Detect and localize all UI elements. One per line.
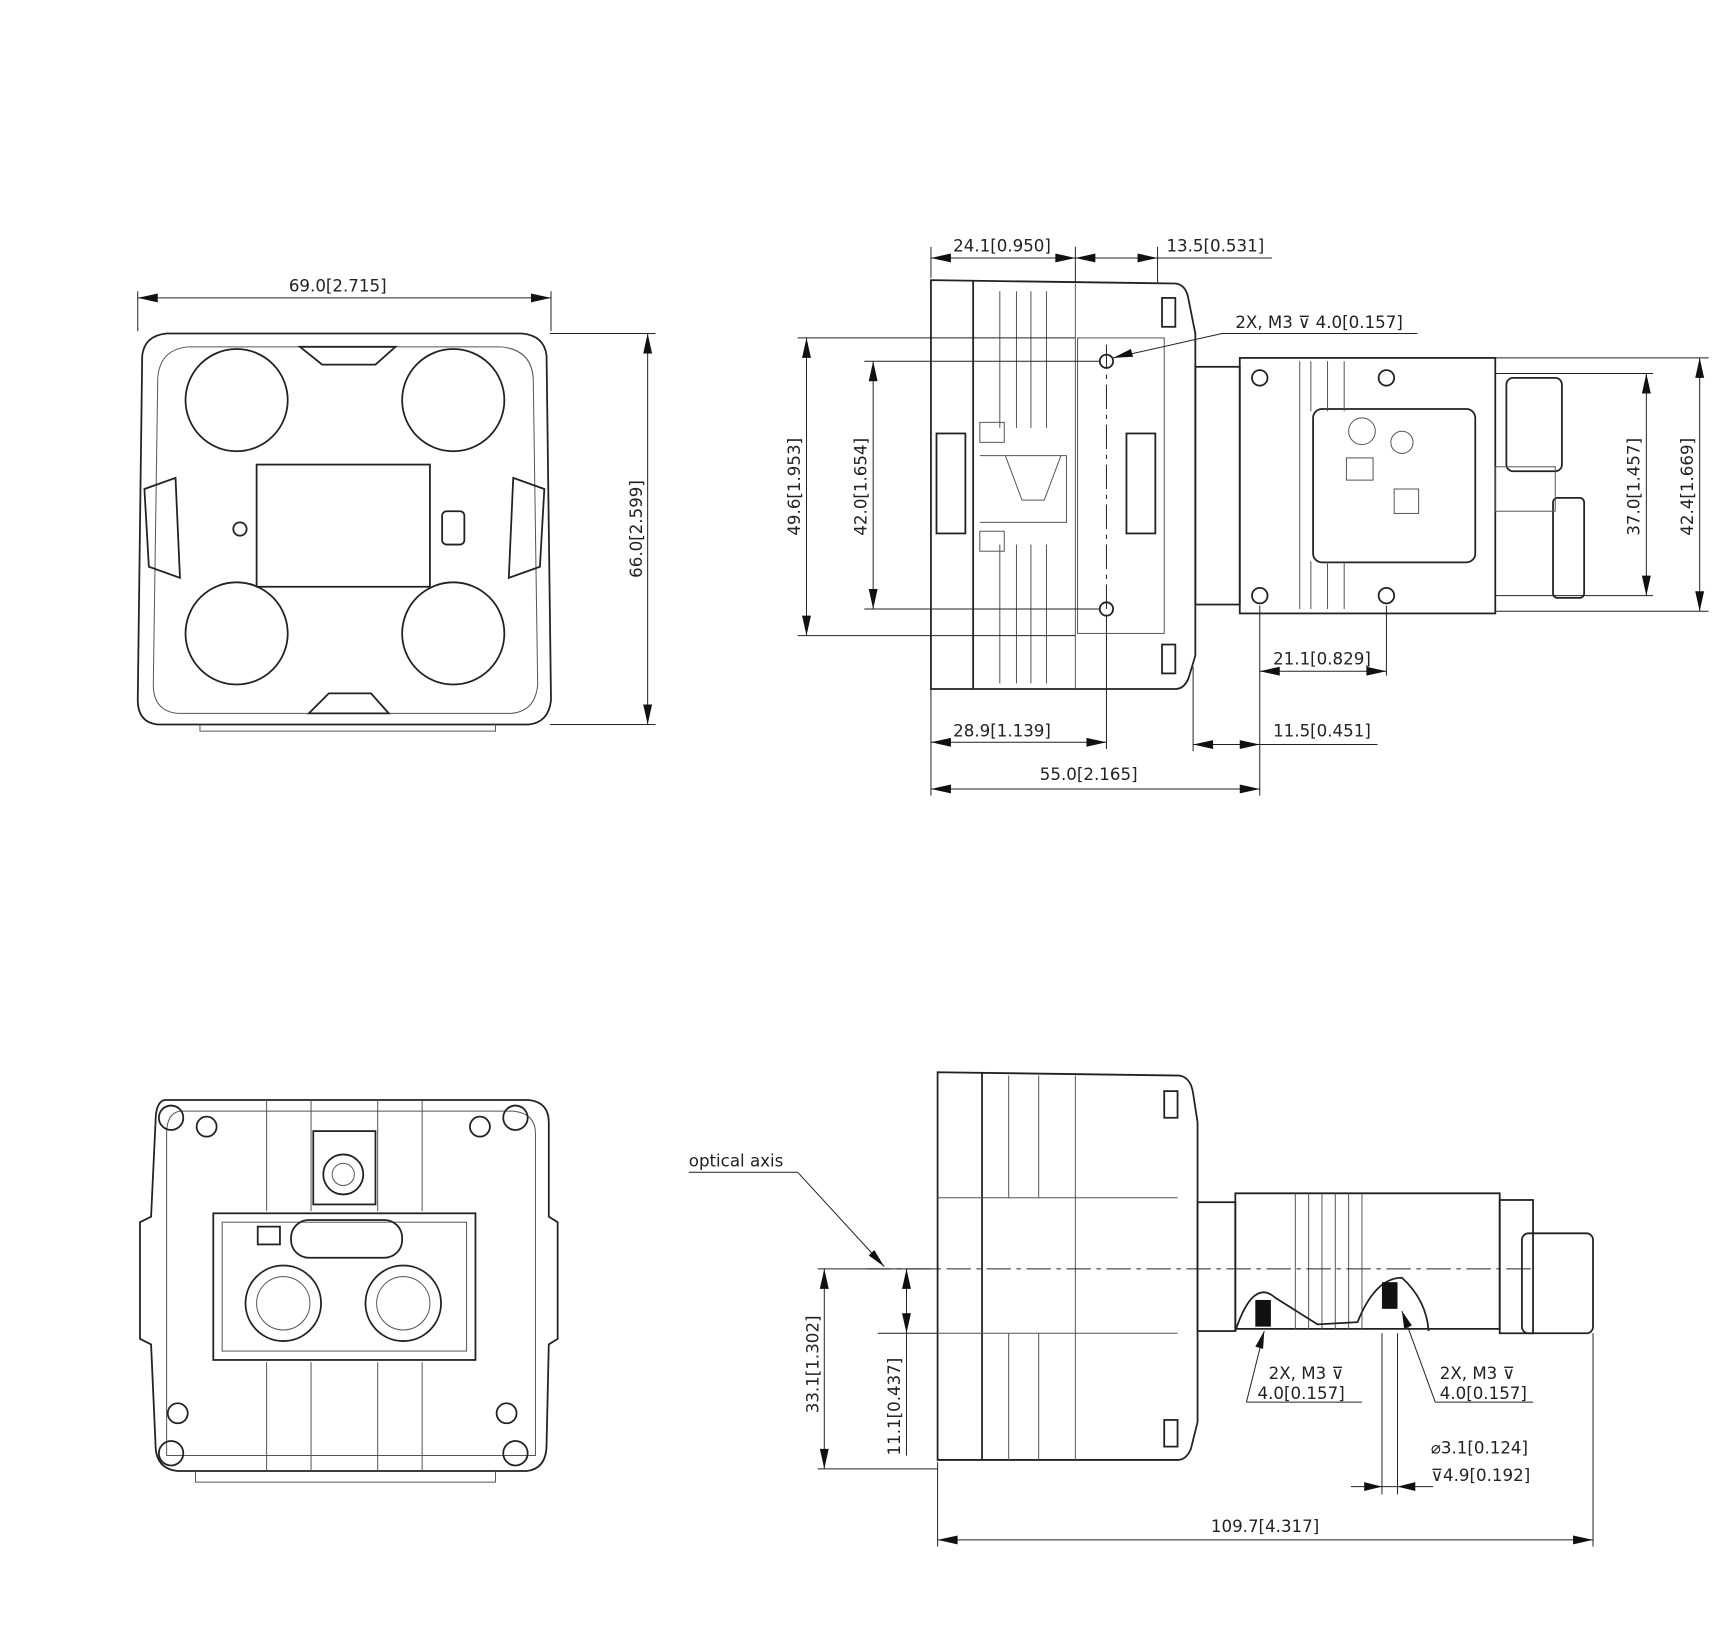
dimension-33-1: 33.1[1.302]: [804, 1315, 823, 1413]
dimension-49-6: 49.6[1.953]: [785, 438, 804, 536]
back-view: [139, 1099, 559, 1483]
dimension-37-0: 37.0[1.457]: [1625, 438, 1644, 536]
dimension-21-1: 21.1[0.829]: [1273, 650, 1371, 669]
dimension-11-5: 11.5[0.451]: [1273, 722, 1371, 741]
mounting-screws: [157, 1104, 529, 1467]
thread-callout: 2X, M3 ⊽ 4.0[0.157]: [1235, 313, 1403, 332]
thread-right-line1: 2X, M3 ⊽: [1440, 1364, 1515, 1383]
side-view: 24.1[0.950] 13.5[0.531] 2X, M3 ⊽ 4.0[0.1…: [785, 236, 1709, 796]
dimension-11-1: 11.1[0.437]: [885, 1358, 904, 1456]
thread-left-line2: 4.0[0.157]: [1258, 1384, 1345, 1403]
hole-depth: ⊽4.9[0.192]: [1431, 1466, 1530, 1485]
dimension-13-5: 13.5[0.531]: [1166, 236, 1264, 255]
hole-diameter: ⌀3.1[0.124]: [1431, 1438, 1528, 1457]
dimension-55-0: 55.0[2.165]: [1040, 765, 1138, 784]
bottom-side-view: optical axis 33.1[1.302] 11.1[0.437] 2X,…: [689, 1071, 1594, 1547]
front-view: 69.0[2.715] 66.0[2.599]: [136, 276, 656, 732]
dimension-42-0: 42.0[1.654]: [851, 438, 870, 536]
overall-length-dimension: 109.7[4.317]: [1211, 1517, 1319, 1536]
optical-axis-label: optical axis: [689, 1152, 784, 1171]
thread-right-line2: 4.0[0.157]: [1440, 1384, 1527, 1403]
width-dimension: 69.0[2.715]: [289, 276, 387, 295]
thread-left-line1: 2X, M3 ⊽: [1269, 1364, 1344, 1383]
dimension-42-4: 42.4[1.669]: [1678, 438, 1697, 536]
dimension-28-9: 28.9[1.139]: [953, 722, 1051, 741]
height-dimension: 66.0[2.599]: [627, 480, 646, 578]
dimension-24-1: 24.1[0.950]: [953, 236, 1051, 255]
